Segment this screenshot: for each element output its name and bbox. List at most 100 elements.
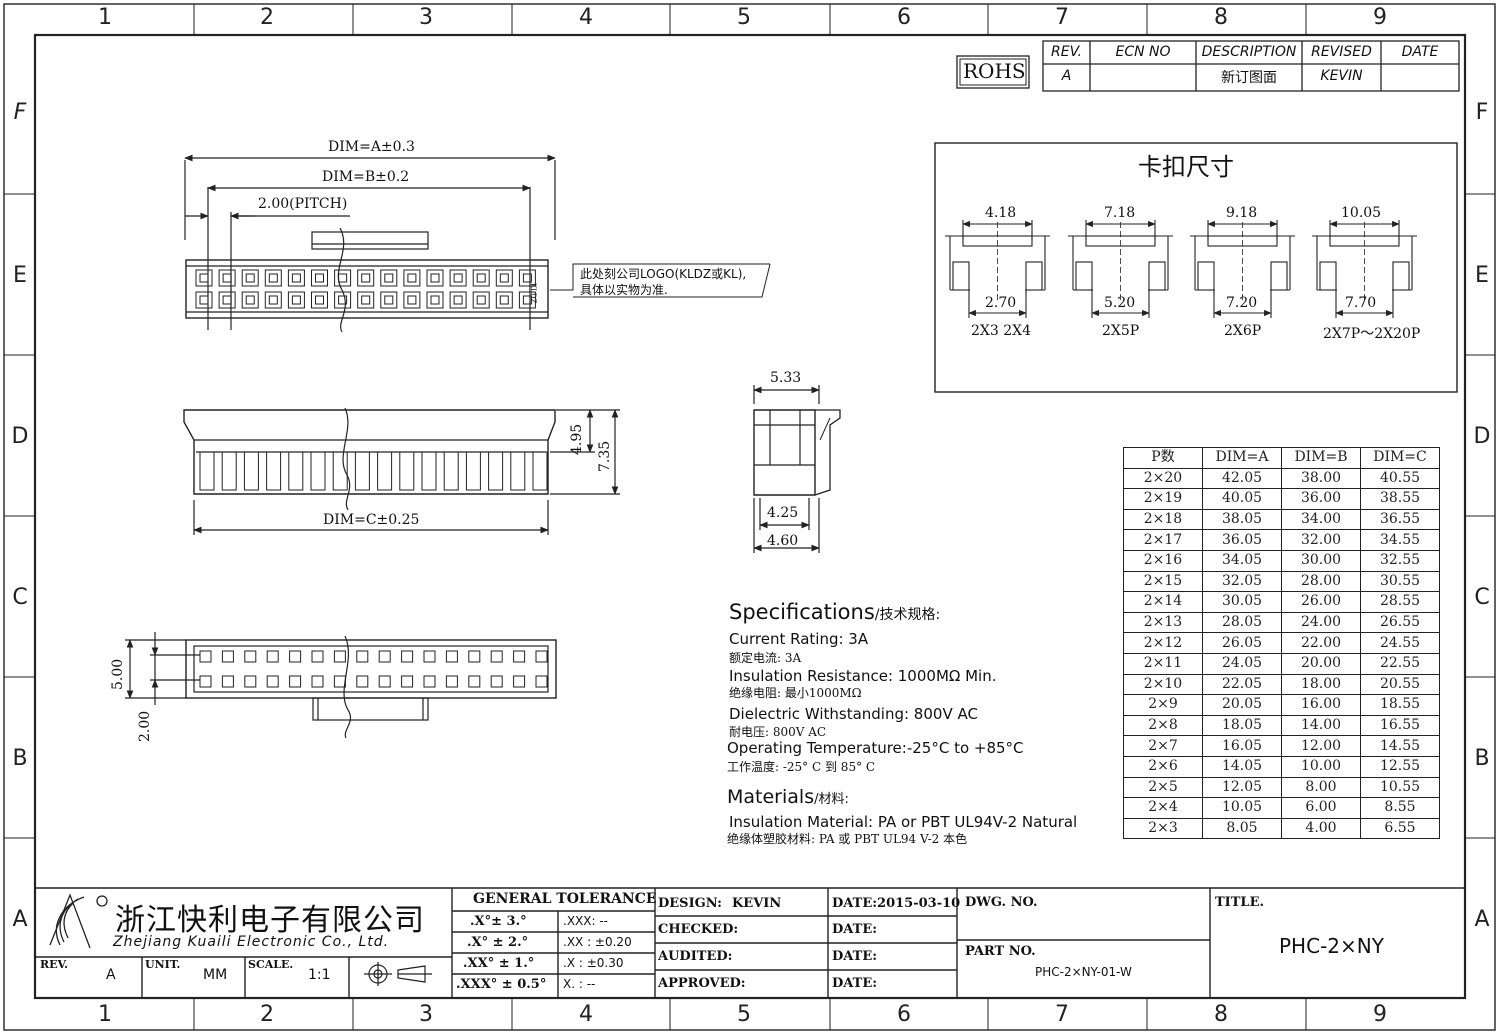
outer-frame: [3, 3, 1496, 1031]
contact-cavity-inner: [361, 295, 371, 305]
bottom-pin-hole: [244, 675, 257, 688]
materials-title: Materials/材料:: [727, 786, 849, 808]
side-width-460: 4.60: [767, 533, 799, 549]
bottom-pin-hole: [333, 650, 346, 663]
contact-cavity-inner: [453, 295, 463, 305]
contact-cavity-inner: [199, 273, 209, 283]
side-view: [753, 385, 841, 553]
rev-value: A: [106, 967, 116, 983]
contact-cavity: [380, 291, 398, 309]
contact-cavity-inner: [245, 273, 255, 283]
dim-table-cell: 28.55: [1360, 591, 1440, 613]
dim-a-label: DIM=A±0.3: [328, 139, 415, 155]
bottom-pin-hole: [378, 675, 391, 688]
contact-cavity-inner: [407, 273, 417, 283]
terminal-slot: [465, 451, 481, 491]
side-width-425: 4.25: [767, 505, 799, 521]
logo-note-line1: 此处刻公司LOGO(KLDZ或KL),: [580, 267, 747, 281]
terminal-slot: [332, 451, 348, 491]
zone-row-right-B: B: [1474, 746, 1490, 771]
zone-row-left-E: E: [13, 263, 27, 288]
dim-table-cell: 28.00: [1281, 570, 1361, 593]
bottom-pin-hole: [266, 650, 279, 663]
contact-cavity-inner: [291, 273, 301, 283]
contact-cavity: [287, 269, 305, 287]
bottom-pin-hole: [490, 650, 503, 663]
zone-row-left-B: B: [12, 746, 28, 771]
zone-row-right-D: D: [1473, 424, 1491, 449]
contact-cavity: [449, 269, 467, 287]
contact-cavity-inner: [476, 295, 486, 305]
zone-col-bottom-4: 4: [579, 1002, 593, 1027]
date-label-1-text: DATE:: [832, 896, 878, 911]
scale-label: SCALE.: [248, 958, 294, 971]
bottom-pin-hole: [535, 675, 548, 688]
rev-header-ecn: ECN NO: [1115, 44, 1171, 60]
dim-table-cell: DIM=A: [1202, 447, 1282, 469]
rev-header-rev: REV.: [1051, 44, 1082, 60]
bottom-pin-hole: [468, 650, 481, 663]
side-width-533: 5.33: [770, 370, 802, 386]
dim-table-cell: 36.00: [1281, 488, 1361, 510]
contact-cavity: [218, 291, 236, 309]
dim-table-cell: 30.00: [1281, 549, 1361, 572]
unit-label: UNIT.: [145, 958, 181, 971]
tol-linear-1: .XX : ±0.20: [563, 935, 632, 949]
dim-table-cell: 4.00: [1281, 817, 1361, 840]
company-name-en: Zhejiang Kuaili Electronic Co., Ltd.: [113, 934, 390, 950]
spec-item-2-cn: 耐电压: 800V AC: [729, 725, 827, 739]
dim-table-cell: 10.05: [1202, 797, 1282, 819]
zone-col-bottom-6: 6: [897, 1002, 911, 1027]
dim-table-cell: DIM=C: [1360, 447, 1440, 469]
zone-col-bottom-1: 1: [98, 1002, 112, 1027]
contact-cavity: [472, 291, 490, 309]
dim-table-cell: 34.00: [1281, 508, 1361, 531]
dim-table-cell: 8.55: [1360, 797, 1440, 819]
terminal-slot: [421, 451, 437, 491]
dim-table-cell: 8.05: [1202, 817, 1282, 840]
zone-col-top-2: 2: [260, 5, 274, 30]
dim-table-cell: 14.05: [1202, 755, 1282, 778]
dim-table-cell: 2×15: [1123, 570, 1203, 593]
height-735-label: 7.35: [597, 440, 613, 472]
dim-table-cell: 32.05: [1202, 570, 1282, 593]
terminal-slot: [310, 451, 326, 491]
rev-header-revised: REVISED: [1311, 44, 1372, 60]
tol-linear-2: .X : ±0.30: [563, 956, 624, 970]
spec-item-3-cn: 工作温度: -25° C 到 85° C: [727, 760, 876, 774]
zone-col-bottom-8: 8: [1214, 1002, 1228, 1027]
contact-cavity-inner: [338, 273, 348, 283]
dim-table-cell: 38.55: [1360, 488, 1440, 510]
dim-table-cell: 40.55: [1360, 467, 1440, 490]
bottom-pin-hole: [445, 650, 458, 663]
dim-table-cell: 42.05: [1202, 467, 1282, 490]
dim-table-cell: 2×16: [1123, 549, 1203, 572]
latch-box-title: 卡扣尺寸: [1138, 153, 1234, 181]
dim-table-cell: 26.00: [1281, 591, 1361, 613]
dim-table-cell: 2×18: [1123, 508, 1203, 531]
general-tolerance-label: GENERAL TOLERANCE: [473, 891, 657, 907]
contact-cavity: [403, 269, 421, 287]
bottom-pin-hole: [445, 675, 458, 688]
spec-item-1-en: Insulation Resistance: 1000MΩ Min.: [729, 667, 997, 685]
dim-table-cell: 2×10: [1123, 673, 1203, 696]
terminal-slot: [199, 451, 215, 491]
bottom-pin-hole: [513, 650, 526, 663]
zone-row-right-A: A: [1474, 907, 1490, 932]
latch-4-bottom: 7.70: [1345, 295, 1377, 311]
terminal-slot: [443, 451, 459, 491]
contact-cavity-inner: [430, 295, 440, 305]
dim-table-cell: 2×6: [1123, 755, 1203, 778]
contact-cavity-inner: [268, 273, 278, 283]
dim-table-cell: 6.00: [1281, 797, 1361, 819]
contact-cavity: [241, 291, 259, 309]
tol-angle-0: .X°± 3.°: [470, 914, 527, 929]
